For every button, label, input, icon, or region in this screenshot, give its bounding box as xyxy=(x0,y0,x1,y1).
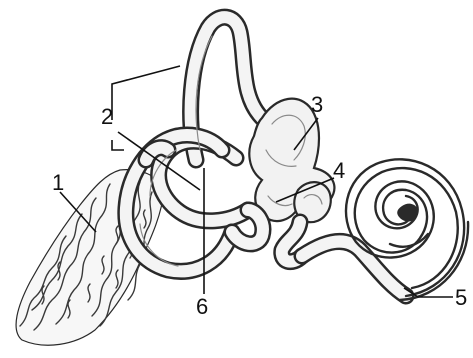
label-5: 5 xyxy=(455,285,467,310)
label-3: 3 xyxy=(311,92,323,117)
label-2: 2 xyxy=(101,104,113,129)
cochlear-duct xyxy=(302,241,406,296)
label-6: 6 xyxy=(196,294,208,319)
vestibule xyxy=(232,99,334,262)
label-1: 1 xyxy=(52,170,64,195)
cochlea-spiral xyxy=(346,159,468,300)
label-4: 4 xyxy=(333,158,345,183)
